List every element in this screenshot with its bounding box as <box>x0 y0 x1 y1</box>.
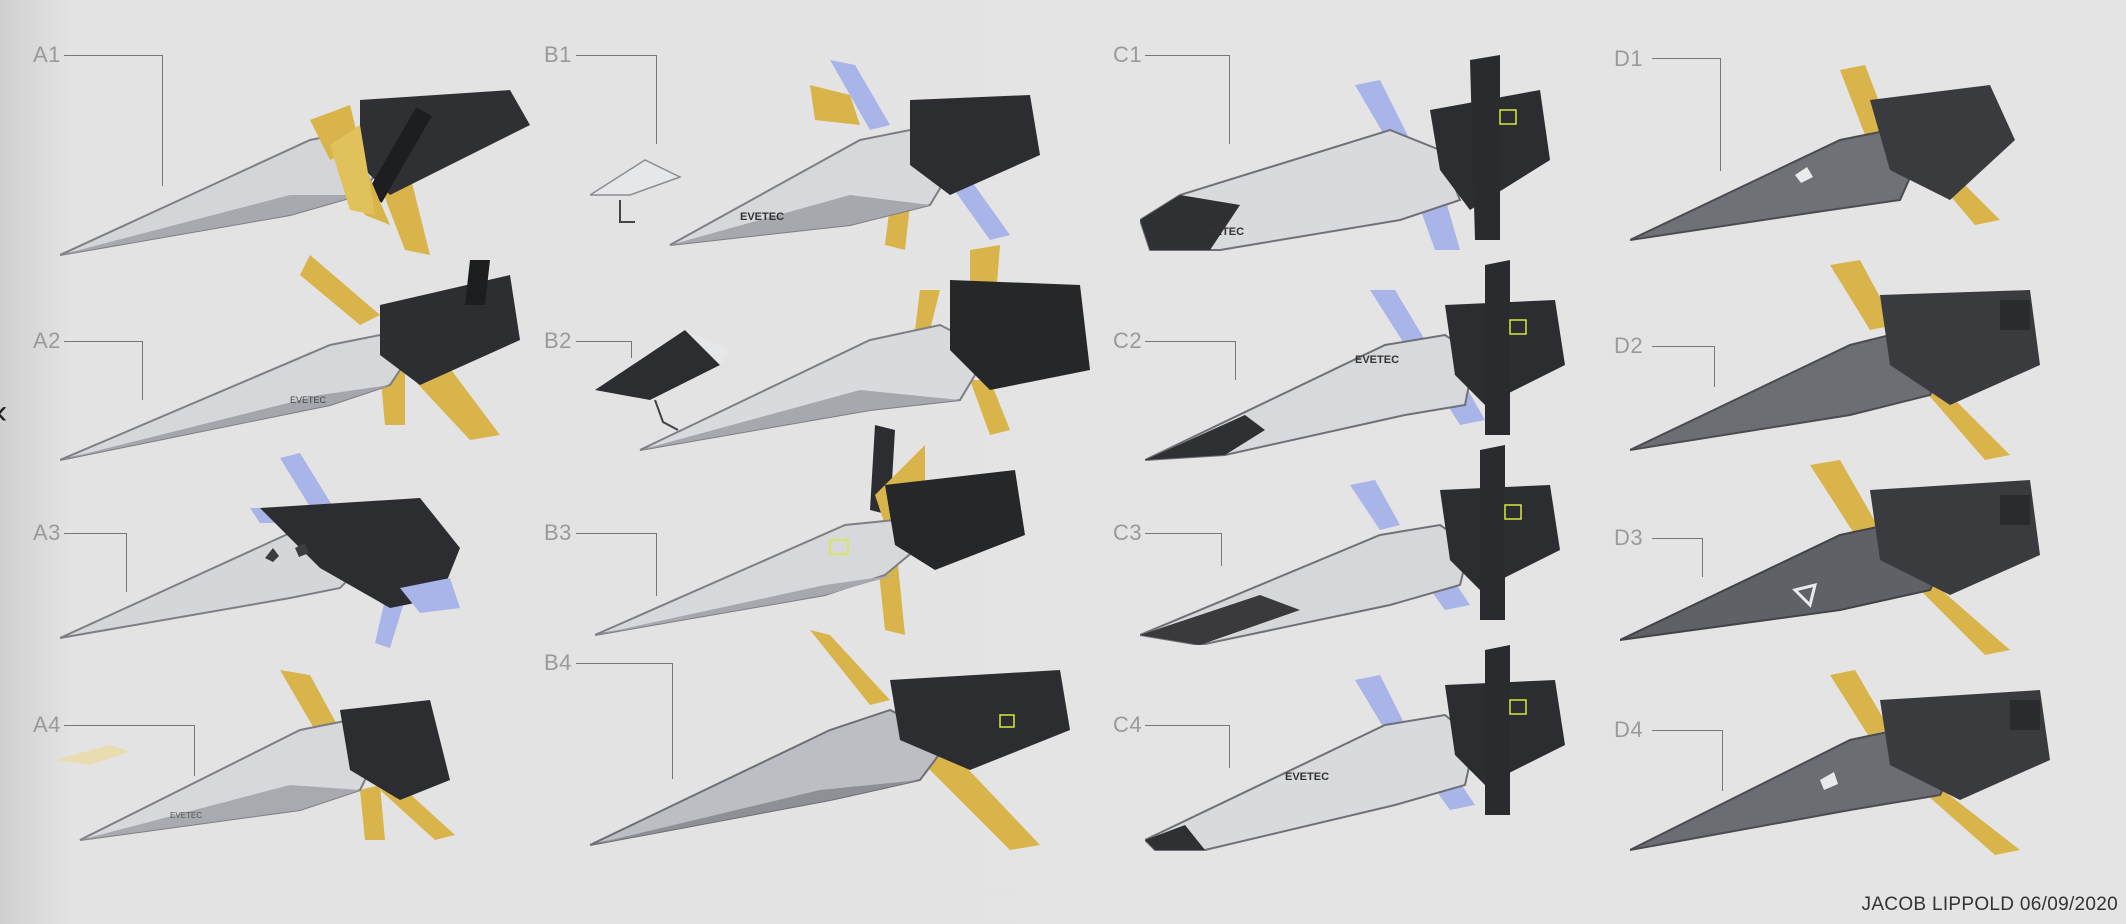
ship-a1 <box>60 90 530 256</box>
variant-label-c4: C4 <box>1113 712 1143 737</box>
ship-d4 <box>1630 670 2050 855</box>
hull-logo-b1: EVETEC <box>740 211 784 223</box>
variant-label-c3: C3 <box>1113 520 1143 545</box>
variant-label-d1: D1 <box>1614 46 1644 71</box>
callout-line-c4 <box>1145 725 1230 768</box>
callout-line-a3 <box>64 533 127 592</box>
ship-c2: EVETEC <box>1145 260 1565 461</box>
variant-label-a2: A2 <box>33 328 61 353</box>
callout-line-d2 <box>1652 346 1715 387</box>
svg-text:EVETEC: EVETEC <box>170 811 202 820</box>
ship-a3 <box>60 453 460 648</box>
callout-line-b4 <box>576 663 673 779</box>
artist-credit: JACOB LIPPOLD 06/09/2020 <box>1861 894 2118 915</box>
callout-line-a1 <box>64 55 163 186</box>
ship-b1: EVETEC <box>590 60 1040 250</box>
hull-logo-c4: EVETEC <box>1285 771 1329 783</box>
ship-a4: EVETEC <box>55 670 455 841</box>
ship-c1: EVETEC <box>1140 55 1550 251</box>
callout-line-a4 <box>64 725 195 776</box>
callout-line-c3 <box>1145 533 1222 566</box>
ship-c3 <box>1140 445 1560 645</box>
ship-b4 <box>590 630 1070 850</box>
hull-logo-c1: EVETEC <box>1200 226 1244 238</box>
variant-label-b1: B1 <box>544 42 572 67</box>
variant-label-a3: A3 <box>33 520 61 545</box>
variant-label-a4: A4 <box>33 712 61 737</box>
svg-text:EVETEC: EVETEC <box>290 395 327 405</box>
callout-line-b1 <box>576 55 657 144</box>
ship-d2 <box>1630 260 2040 460</box>
variant-label-d4: D4 <box>1614 717 1644 742</box>
variant-label-c1: C1 <box>1113 42 1143 67</box>
ship-b2 <box>595 245 1090 451</box>
callout-line-d3 <box>1652 538 1703 577</box>
variant-label-d3: D3 <box>1614 525 1644 550</box>
callout-line-b2 <box>576 341 632 358</box>
variant-label-b2: B2 <box>544 328 572 353</box>
callout-line-b3 <box>576 533 657 596</box>
variant-label-b4: B4 <box>544 650 572 675</box>
callout-line-c1 <box>1145 55 1230 144</box>
ship-a2: EVETEC <box>60 255 520 461</box>
callout-line-c2 <box>1145 341 1236 380</box>
ship-d1 <box>1630 65 2015 241</box>
edge-arrow-icon: ‹ <box>0 395 7 429</box>
callout-line-d4 <box>1652 730 1723 791</box>
ship-c4: EVETEC <box>1145 645 1565 851</box>
ship-b3 <box>595 425 1025 636</box>
variant-label-c2: C2 <box>1113 328 1143 353</box>
hull-logo-c2: EVETEC <box>1355 354 1399 366</box>
variant-label-a1: A1 <box>33 42 61 67</box>
ship-d3 <box>1620 460 2040 655</box>
variant-label-b3: B3 <box>544 520 572 545</box>
callout-line-d1 <box>1652 58 1721 171</box>
callout-line-a2 <box>64 341 143 400</box>
variant-label-d2: D2 <box>1614 333 1644 358</box>
